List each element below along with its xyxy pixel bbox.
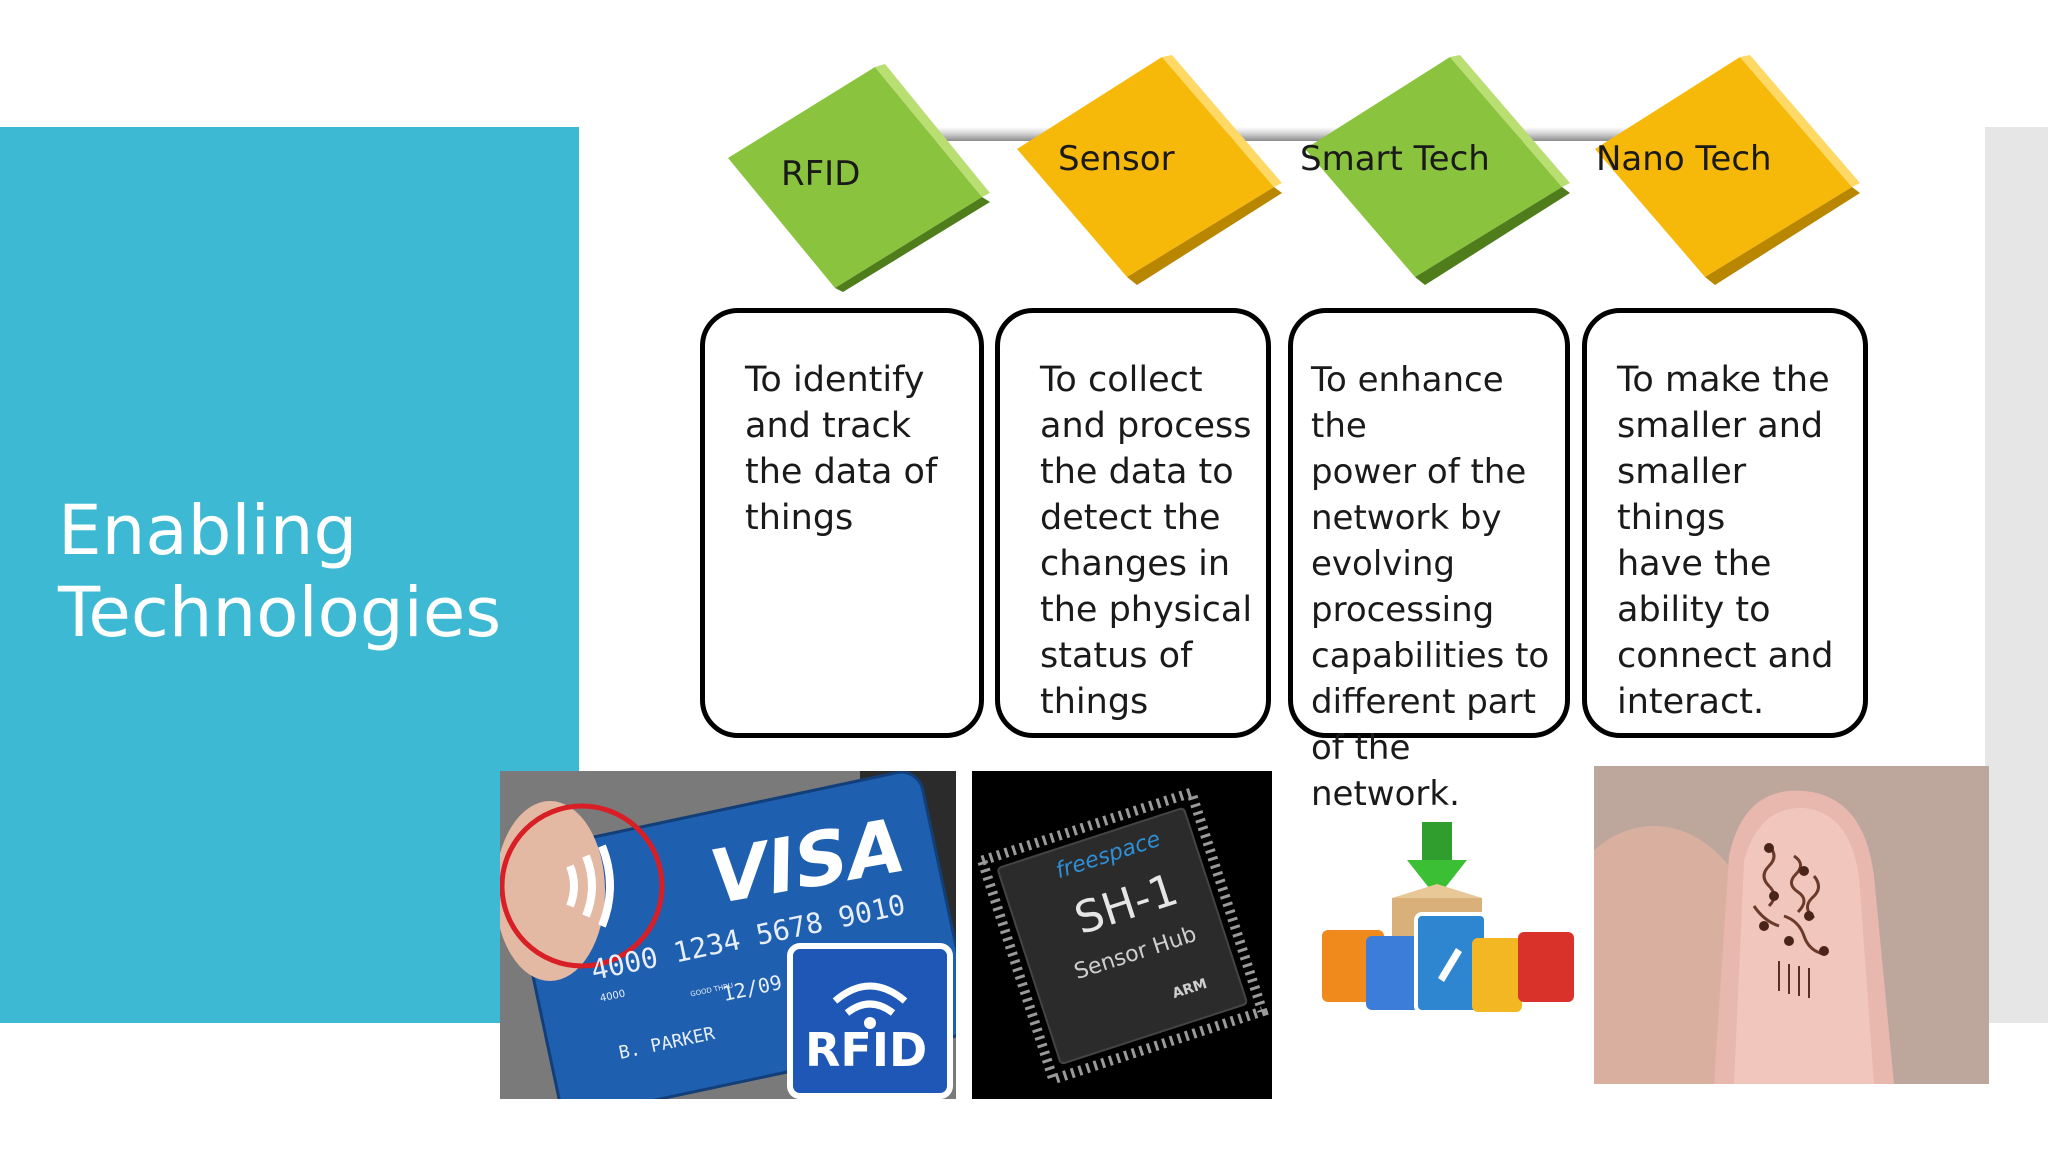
nano-tech-description: To make the smaller and smaller things h… [1617, 360, 1834, 722]
smart-tech-label: Smart Tech [1300, 139, 1490, 179]
smart-tech-image [1322, 818, 1580, 1032]
nano-tech-label: Nano Tech [1596, 139, 1772, 179]
title-panel [0, 127, 579, 1023]
sensor-chip-image: freespace SH-1 Sensor Hub ARM [972, 771, 1272, 1099]
nano-tech-description-box: To make the smaller and smaller things h… [1582, 308, 1868, 738]
sensor-cube [1017, 55, 1282, 285]
sensor-label: Sensor [1058, 139, 1175, 179]
rfid-description: To identify and track the data of things [745, 360, 938, 538]
sensor-description-box: To collect and process the data to detec… [995, 308, 1271, 738]
rfid-cube [728, 64, 990, 292]
rfid-label: RFID [781, 154, 861, 194]
side-strip [1985, 127, 2048, 1023]
smart-tech-description: To enhance the power of the network by e… [1311, 360, 1550, 814]
nano-tech-cube [1595, 55, 1860, 285]
smart-tech-cube [1305, 55, 1570, 285]
connector-rod [905, 127, 1075, 141]
title-line-2: Technologies [58, 573, 502, 653]
nano-tech-image [1594, 766, 1989, 1084]
nano-circuit-finger-icon [1594, 766, 1989, 1084]
sensor-chip-illustration [972, 771, 1272, 1099]
rfid-description-box: To identify and track the data of things [700, 308, 984, 738]
rfid-card-illustration [500, 771, 956, 1099]
rfid-card-image: VISA 4000 1234 5678 9010 4000 GOOD THRU … [500, 771, 956, 1099]
sensor-description: To collect and process the data to detec… [1040, 360, 1253, 722]
slide-title: Enabling Technologies [58, 490, 558, 654]
title-line-1: Enabling [58, 491, 358, 571]
download-box-apps-icon [1322, 822, 1574, 1014]
smart-tech-description-box: To enhance the power of the network by e… [1288, 308, 1570, 814]
rfid-badge-text: RFID [805, 1023, 928, 1077]
